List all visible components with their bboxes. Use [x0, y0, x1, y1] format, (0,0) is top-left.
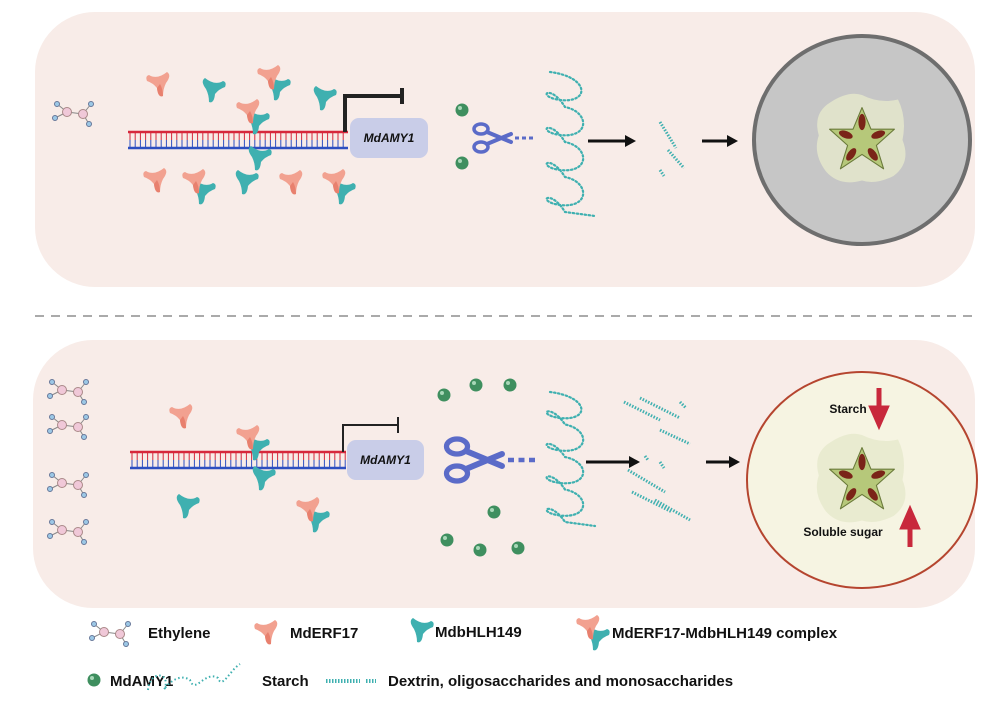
- legend-mdamy1-label: MdAMY1: [110, 673, 173, 690]
- legend-complex-icon: [576, 615, 609, 650]
- mdamy1-gene-box: [350, 118, 428, 158]
- dextrin-chain: [631, 490, 673, 514]
- scissors-handle: [443, 463, 471, 484]
- mdamy1-enzyme: [511, 541, 525, 555]
- legend-starch-label: Starch: [262, 673, 309, 690]
- arrow-head: [629, 456, 640, 468]
- legend: Ethylene MdERF17 MdbHLH149 MdERF17-MdbHLH14…: [110, 624, 838, 691]
- mdamy1-enzyme: [473, 543, 487, 557]
- mdamy1-enzyme: [503, 378, 517, 392]
- mdamy1-gene-label: MdAMY1: [364, 131, 415, 145]
- arrow-head: [727, 135, 738, 147]
- soluble-sugar-label: Soluble sugar: [803, 525, 883, 539]
- dextrin-chain: [658, 169, 666, 177]
- starch-chain: [545, 390, 597, 528]
- mdamy1-enzyme: [455, 156, 469, 170]
- mdamy1-enzyme: [440, 533, 454, 547]
- scissors-blades: [463, 448, 505, 472]
- starch-chain: [545, 70, 597, 218]
- starch-decrease-arrow: [868, 388, 890, 431]
- legend-ethylene-icon: [89, 621, 131, 647]
- scissors-handle: [443, 436, 471, 457]
- dextrin-chain: [654, 498, 691, 522]
- sugar-increase-arrow: [899, 504, 921, 547]
- legend-dextrin-label: Dextrin, oligosaccharides and monosaccha…: [388, 673, 733, 690]
- promoter-arrow: [343, 88, 404, 132]
- mdamy1-gene-label: MdAMY1: [360, 453, 411, 467]
- promoter-arrow: [342, 417, 399, 452]
- arrow-head: [729, 456, 740, 468]
- scissors-icon: [443, 436, 538, 484]
- arrow-head: [625, 135, 636, 147]
- legend-mdbhlh149-icon: [410, 618, 434, 643]
- dextrin-chain: [658, 461, 666, 469]
- legend-mdamy1-icon: [87, 673, 101, 687]
- dextrin-chain: [623, 400, 661, 422]
- dextrin-chain: [627, 468, 666, 494]
- scissors-icon: [472, 122, 535, 154]
- apple-core: [816, 93, 907, 183]
- dextrin-chain: [658, 121, 678, 149]
- legend-mderf17-label: MdERF17: [290, 625, 358, 642]
- dextrin-chain: [678, 400, 688, 410]
- legend-mderf17-icon: [254, 620, 278, 645]
- scissors-handle: [472, 122, 490, 136]
- mdamy1-gene-box: [347, 440, 424, 480]
- legend-mdbhlh149-label: MdbHLH149: [435, 624, 522, 641]
- apple-core: [816, 433, 907, 523]
- mdamy1-enzyme: [487, 505, 501, 519]
- mdamy1-enzyme: [437, 388, 451, 402]
- dextrin-chain: [643, 455, 650, 461]
- starch-label: Starch: [829, 402, 866, 416]
- dna-strand: [128, 130, 348, 150]
- dna-strand: [130, 450, 346, 470]
- scissors-blades: [485, 130, 513, 146]
- legend-ethylene-label: Ethylene: [148, 625, 211, 642]
- mdamy1-enzyme: [469, 378, 483, 392]
- scissors-handle: [472, 140, 490, 154]
- dextrin-chain: [666, 149, 686, 169]
- mdamy1-enzyme: [455, 103, 469, 117]
- bottom-panel: [33, 340, 975, 608]
- legend-starch-icon: [147, 663, 241, 691]
- dextrin-chain: [639, 396, 681, 420]
- legend-complex-label: MdERF17-MdbHLH149 complex: [612, 625, 838, 642]
- dextrin-chain: [659, 428, 691, 446]
